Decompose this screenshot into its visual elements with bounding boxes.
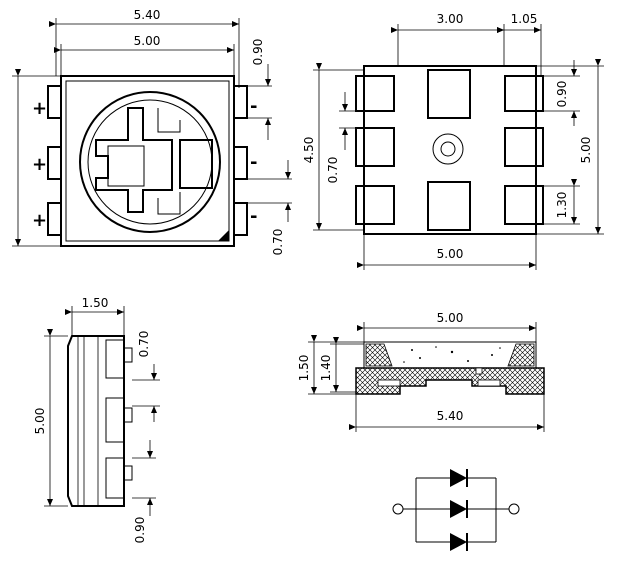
top-view-leadframe <box>95 107 213 215</box>
dim-bottom-0-90-label: 0.90 <box>555 81 569 108</box>
anode-sign-1: + <box>32 98 47 119</box>
schematic-terminal-left <box>392 503 404 515</box>
dim-bottom-1-30: 1.30 <box>543 179 580 225</box>
top-view-lens-inner <box>87 99 213 225</box>
top-view-package-outline <box>60 75 235 247</box>
bottom-view-outline <box>363 65 537 235</box>
dim-bottom-5-00-right: 5.00 <box>536 59 604 235</box>
bottom-pad-3 <box>355 185 395 225</box>
bottom-center-hole <box>440 141 456 157</box>
diode-3 <box>416 533 496 551</box>
top-view-right-lead-2 <box>233 146 248 180</box>
bottom-center-ring <box>432 133 464 165</box>
bottom-pad-1 <box>355 75 395 112</box>
dim-bottom-0-70: 0.70 <box>326 92 356 183</box>
side-pad-3 <box>105 457 125 499</box>
dim-top-0-70: 0.70 <box>247 160 292 255</box>
side-pad-1 <box>105 339 125 379</box>
bottom-pad-4 <box>504 75 544 112</box>
dim-bottom-5-00-bottom: 5.00 <box>357 234 537 270</box>
top-view-left-lead-2 <box>47 146 62 180</box>
dim-bottom-5-00-right-label: 5.00 <box>579 137 593 164</box>
bottom-pad-2 <box>355 127 395 167</box>
cathode-sign-3: - <box>250 206 257 227</box>
top-view-left-lead-1 <box>47 85 62 119</box>
dim-top-5-00-label: 5.00 <box>134 34 161 48</box>
dim-side-5-00: 5.00 <box>33 329 68 507</box>
dim-section-5-00: 5.00 <box>357 311 537 342</box>
dim-bottom-0-70-label: 0.70 <box>326 157 340 184</box>
top-view-right-lead-1 <box>233 85 248 119</box>
section-view: 5.00 1.50 1.40 5.40 <box>297 311 545 432</box>
dim-section-5-40-label: 5.40 <box>437 409 464 423</box>
dim-section-5-00-label: 5.00 <box>437 311 464 325</box>
schematic <box>392 469 520 551</box>
bottom-view: 3.00 1.05 4.50 0.70 0.90 <box>302 12 604 270</box>
side-pad-2 <box>105 397 125 443</box>
dim-side-0-90-label: 0.90 <box>133 517 147 544</box>
top-view-right-lead-3 <box>233 202 248 236</box>
bottom-pad-5 <box>504 127 544 167</box>
top-view-package-inner <box>65 80 230 242</box>
top-view-orientation-notch <box>218 230 229 241</box>
side-view-body <box>67 335 125 507</box>
anode-sign-3: + <box>32 210 47 231</box>
dim-bottom-4-50: 4.50 <box>302 63 364 231</box>
dim-bottom-3-00-label: 3.00 <box>437 12 464 26</box>
top-view-left-lead-3 <box>47 202 62 236</box>
dim-bottom-4-50-label: 4.50 <box>302 137 316 164</box>
dim-side-0-70: 0.70 <box>132 331 160 422</box>
dim-section-1-40-label: 1.40 <box>319 355 333 382</box>
dim-top-0-90: 0.90 <box>247 39 272 140</box>
dim-side-0-70-label: 0.70 <box>137 331 151 358</box>
dim-bottom-0-90: 0.90 <box>543 60 580 126</box>
diode-1 <box>416 469 496 487</box>
dim-bottom-1-05-label: 1.05 <box>511 12 538 26</box>
dim-bottom-1-30-label: 1.30 <box>555 192 569 219</box>
bottom-pad-6 <box>504 185 544 225</box>
dim-section-1-50-label: 1.50 <box>297 355 311 382</box>
bottom-thermal-pad-bottom <box>427 181 471 231</box>
dim-top-0-90-label: 0.90 <box>251 39 265 66</box>
dim-side-5-00-label: 5.00 <box>33 408 47 435</box>
dim-top-5-40-label: 5.40 <box>134 8 161 22</box>
dim-side-1-50-label: 1.50 <box>82 296 109 310</box>
bottom-thermal-pad-top <box>427 69 471 119</box>
side-view: 1.50 5.00 0.70 0.90 <box>33 296 160 543</box>
top-view: + + + - - - 5.40 5.00 0.90 <box>12 8 292 255</box>
diode-2 <box>416 500 496 518</box>
section-phosphor-speckles <box>403 346 501 363</box>
dim-bottom-3-00: 3.00 <box>391 12 505 66</box>
top-view-lens-outer <box>79 91 221 233</box>
dim-side-1-50: 1.50 <box>65 296 125 336</box>
anode-sign-2: + <box>32 154 47 175</box>
dim-bottom-5-00-bottom-label: 5.00 <box>437 247 464 261</box>
dim-section-5-40: 5.40 <box>349 394 545 432</box>
dim-side-0-90: 0.90 <box>132 440 156 543</box>
dim-section-1-40: 1.40 <box>319 337 364 393</box>
dim-top-5-00: 5.00 <box>54 34 235 76</box>
cathode-sign-1: - <box>250 96 257 117</box>
dim-top-0-70-label: 0.70 <box>271 229 285 256</box>
dim-top-5-40: 5.40 <box>49 8 240 88</box>
dim-bottom-1-05: 1.05 <box>497 12 542 76</box>
cathode-sign-2: - <box>250 152 257 173</box>
schematic-terminal-right <box>508 503 520 515</box>
